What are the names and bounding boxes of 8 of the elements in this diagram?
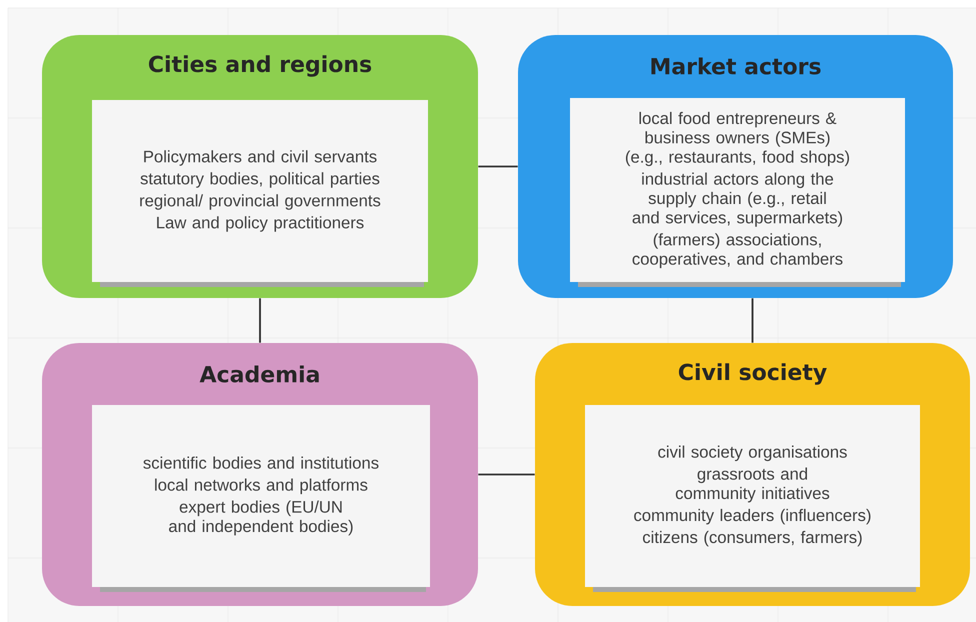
note-card: scientific bodies and institutions local networks and platforms expert bodies (EU/UN and independent bodies) bbox=[92, 405, 430, 592]
note-card: local food entrepreneurs & business owners (SMEs) (e.g., restaurants, food shops) industrial actors along the supply chain (e.g., retail and services, supermarkets) (farmers) associations, cooperatives, and chambers bbox=[570, 98, 905, 287]
connector-line bbox=[752, 298, 754, 343]
connector-line bbox=[478, 474, 535, 476]
note-card: civil society organisations grassroots and community initiatives community leaders (influencers) citizens (consumers, farmers) bbox=[585, 405, 920, 592]
connector-line bbox=[259, 298, 261, 343]
connector-line bbox=[478, 166, 518, 168]
note-card: Policymakers and civil servants statutory bodies, political parties regional/ provincial governments Law and policy practitioners bbox=[92, 100, 428, 287]
